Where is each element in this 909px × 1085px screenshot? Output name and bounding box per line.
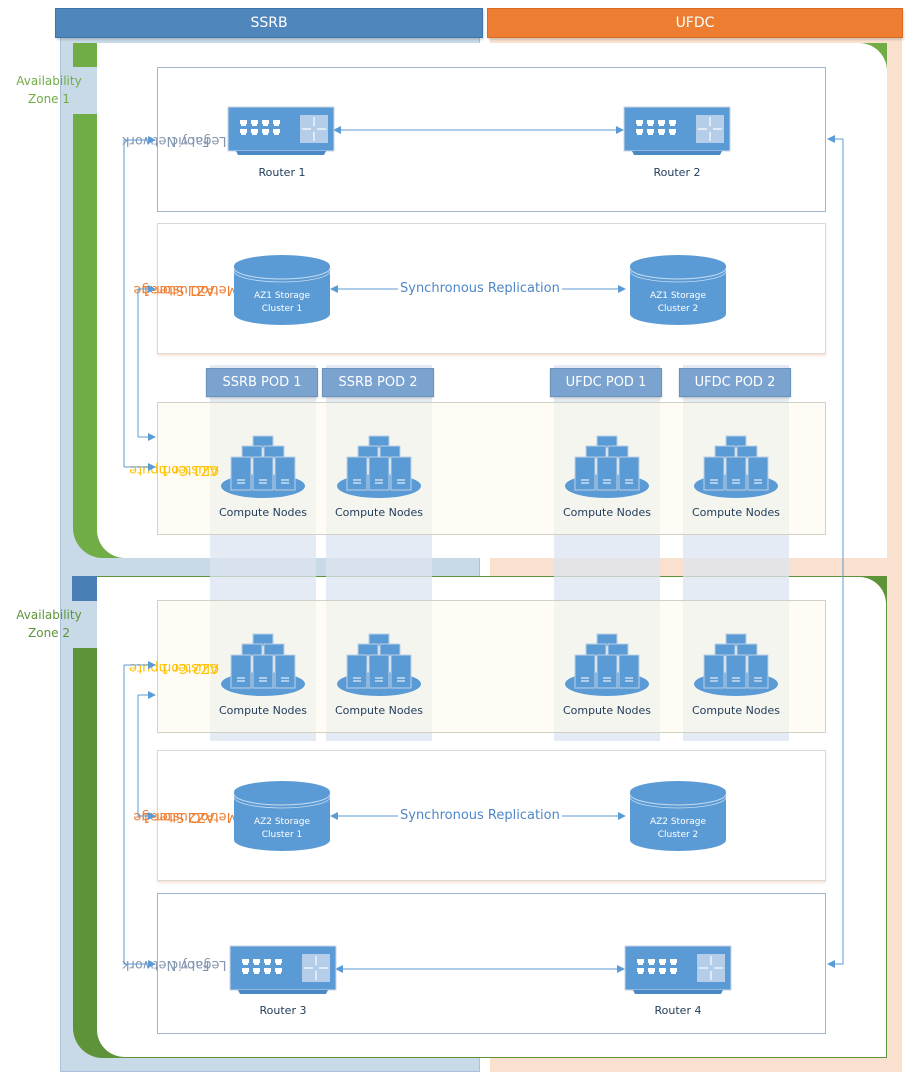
pod-header-ssrb-1: SSRB POD 1	[206, 368, 318, 397]
az2-compute-nodes-ssrb-pod-1[interactable]: Compute Nodes	[215, 633, 311, 717]
compute-nodes-icon	[337, 633, 421, 696]
title-line2: MetroCluster 1	[142, 281, 238, 297]
router-1-label: Router 1	[258, 166, 306, 179]
title-line2: MetroCluster 1	[142, 808, 238, 824]
compute-nodes-label: Compute Nodes	[562, 704, 652, 717]
storage-cylinder-icon	[233, 255, 331, 325]
az2-replication-label: Synchronous Replication	[398, 808, 562, 823]
pod-header-ufdc-1: UFDC POD 1	[550, 368, 662, 397]
ssrb-header: SSRB	[55, 8, 483, 38]
label-line2: Cluster 2	[657, 304, 699, 314]
pod-label: SSRB POD 2	[338, 375, 418, 390]
router-3-label: Router 3	[259, 1004, 307, 1017]
router-icon	[624, 945, 732, 994]
az1-compute-nodes-ssrb-pod-2[interactable]: Compute Nodes	[331, 435, 427, 519]
pod-header-ssrb-2: SSRB POD 2	[322, 368, 434, 397]
compute-nodes-icon	[337, 435, 421, 498]
router-3-device[interactable]	[229, 945, 337, 998]
router-2-label: Router 2	[653, 166, 701, 179]
zone-2-label-line1: Availability	[16, 608, 82, 622]
label-line1: AZ1 Storage	[253, 291, 311, 301]
label-line2: Cluster 2	[657, 830, 699, 840]
compute-nodes-label: Compute Nodes	[218, 704, 308, 717]
compute-nodes-label: Compute Nodes	[334, 506, 424, 519]
compute-nodes-icon	[694, 633, 778, 696]
router-1-device[interactable]	[227, 106, 335, 159]
pod-label: UFDC POD 2	[694, 375, 776, 390]
router-4-label: Router 4	[654, 1004, 702, 1017]
pod-header-ufdc-2: UFDC POD 2	[679, 368, 791, 397]
compute-nodes-icon	[565, 435, 649, 498]
az2-compute-nodes-ssrb-pod-2[interactable]: Compute Nodes	[331, 633, 427, 717]
zone-2-label-line2: Zone 2	[28, 626, 70, 640]
ufdc-header-label: UFDC	[675, 15, 715, 31]
label-line2: Cluster 1	[261, 304, 303, 314]
compute-nodes-label: Compute Nodes	[691, 506, 781, 519]
az2-compute-nodes-ufdc-pod-2[interactable]: Compute Nodes	[688, 633, 784, 717]
title-line2: Fabric	[170, 132, 210, 148]
compute-nodes-label: Compute Nodes	[218, 506, 308, 519]
storage-cylinder-icon	[629, 781, 727, 851]
zone-1-label-line2: Zone 1	[28, 92, 70, 106]
title-line2: Fabric	[170, 956, 210, 972]
router-2-device[interactable]	[623, 106, 731, 159]
zone-1-label-notch	[70, 67, 98, 114]
availability-zone-2-label: Availability Zone 2	[6, 606, 92, 642]
label-line1: AZ2 Storage	[649, 817, 707, 827]
az2-compute-nodes-ufdc-pod-1[interactable]: Compute Nodes	[559, 633, 655, 717]
pod-label: UFDC POD 1	[565, 375, 647, 390]
compute-nodes-icon	[565, 633, 649, 696]
az1-replication-label: Synchronous Replication	[398, 281, 562, 296]
storage-cylinder-icon	[629, 255, 727, 325]
zone-2-label-notch	[70, 600, 98, 648]
router-icon	[227, 106, 335, 155]
pod-label: SSRB POD 1	[222, 375, 302, 390]
storage-cylinder-icon	[233, 781, 331, 851]
az1-compute-nodes-ufdc-pod-2[interactable]: Compute Nodes	[688, 435, 784, 519]
compute-nodes-label: Compute Nodes	[334, 704, 424, 717]
compute-nodes-label: Compute Nodes	[562, 506, 652, 519]
compute-nodes-label: Compute Nodes	[691, 704, 781, 717]
label-line2: Cluster 1	[261, 830, 303, 840]
compute-nodes-icon	[694, 435, 778, 498]
router-icon	[623, 106, 731, 155]
ufdc-header: UFDC	[487, 8, 903, 38]
router-4-device[interactable]	[624, 945, 732, 998]
zone-1-label-line1: Availability	[16, 74, 82, 88]
label-line1: AZ1 Storage	[649, 291, 707, 301]
label-line1: AZ2 Storage	[253, 817, 311, 827]
az1-compute-nodes-ssrb-pod-1[interactable]: Compute Nodes	[215, 435, 311, 519]
ssrb-header-label: SSRB	[250, 15, 288, 31]
az1-compute-nodes-ufdc-pod-1[interactable]: Compute Nodes	[559, 435, 655, 519]
router-icon	[229, 945, 337, 994]
zone-2-corner-marker	[72, 576, 97, 601]
compute-nodes-icon	[221, 633, 305, 696]
availability-zone-1-label: Availability Zone 1	[6, 72, 92, 108]
compute-nodes-icon	[221, 435, 305, 498]
